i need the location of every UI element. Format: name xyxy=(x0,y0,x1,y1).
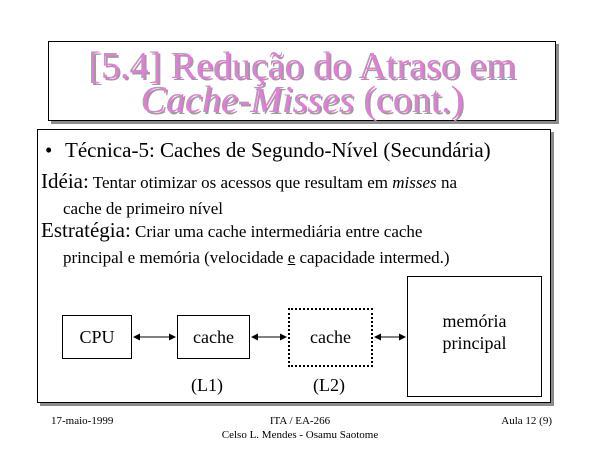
footer-authors: Celso L. Mendes - Osamu Saotome xyxy=(221,429,379,441)
footer-course: ITA / EA-266 xyxy=(269,415,331,427)
bullet-text: Técnica-5: Caches de Segundo-Nível (Secu… xyxy=(65,138,491,162)
ideia-text-italic: misses xyxy=(392,173,437,192)
cpu-block: CPU xyxy=(62,315,132,359)
estrategia-line-2: principal e memória (velocidade e capaci… xyxy=(41,246,450,269)
title-italic: Cache-Misses xyxy=(140,79,354,121)
title-rest: (cont.) xyxy=(353,79,464,121)
cache-l1-block: cache xyxy=(177,315,250,359)
footer-date: 17-maio-1999 xyxy=(51,415,114,427)
ideia-text-before: Tentar otimizar os acessos que resultam … xyxy=(88,173,393,192)
diagram-arrows xyxy=(133,333,406,341)
estrategia-underline: e xyxy=(287,248,296,267)
title-line-2: Cache-Misses (cont.) xyxy=(49,81,555,119)
slide-content: • Técnica-5: Caches de Segundo-Nível (Sec… xyxy=(37,129,551,403)
bullet-item: • Técnica-5: Caches de Segundo-Nível (Sec… xyxy=(45,138,491,163)
memory-label-1: memória xyxy=(442,311,507,331)
label-l2: (L2) xyxy=(313,375,345,395)
ideia-text-after: na xyxy=(436,173,457,192)
estrategia-line-2-after: capacidade intermed.) xyxy=(295,248,450,267)
label-l1: (L1) xyxy=(191,375,223,395)
estrategia-key: Estratégia: xyxy=(41,218,131,242)
ideia-line-2: cache de primeiro nível xyxy=(63,199,224,218)
estrategia-paragraph: Estratégia: Criar uma cache intermediári… xyxy=(41,217,450,269)
bullet-icon: • xyxy=(45,138,53,162)
footer-center: ITA / EA-266 Celso L. Mendes - Osamu Sao… xyxy=(0,414,600,442)
memory-label-2: principal xyxy=(442,333,507,353)
ideia-key: Idéia: xyxy=(41,169,89,193)
cache-l2-block: cache xyxy=(288,308,373,367)
ideia-paragraph: Idéia: Tentar otimizar os acessos que re… xyxy=(41,168,457,220)
estrategia-line-2-before: principal e memória (velocidade xyxy=(63,248,288,267)
footer-page: Aula 12 (9) xyxy=(501,415,552,427)
main-memory-block: memória principal xyxy=(407,276,542,397)
slide-title: [5.4] Redução do Atraso em Cache-Misses … xyxy=(48,41,556,121)
estrategia-text: Criar uma cache intermediária entre cach… xyxy=(130,222,423,241)
title-line-1: [5.4] Redução do Atraso em xyxy=(88,45,516,87)
